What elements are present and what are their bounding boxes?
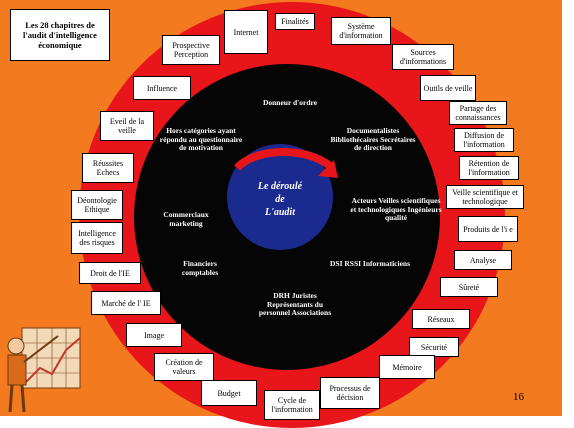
label-documentalistes: Documentalistes Bibliothécaires Secrétai… [330,126,416,152]
chapter-surete: Sûreté [440,277,498,297]
presenter-figure [7,327,81,413]
chapter-finalites: Finalités [275,13,315,30]
label-dsi: DSI RSSI Informaticiens [330,259,411,268]
chapter-image: Image [126,323,182,347]
chapter-droit-ie: Droit de l'IE [79,262,141,284]
chapter-influence: Influence [133,76,191,100]
chapter-processus-decision: Processus de décision [320,377,380,409]
chapter-memoire: Mémoire [379,355,435,379]
chapter-creation-valeurs: Création de valeurs [154,353,214,381]
chapter-prospective: Prospective Perception [162,35,220,65]
chapter-marche-ie: Marché de l' IE [91,291,161,315]
chapter-securite: Sécurité [409,337,459,357]
chapter-retention-information: Rétention de l'information [459,156,519,180]
chapter-internet: Internet [224,10,268,54]
page-number: 16 [513,391,524,403]
chapter-intelligence-risques: Intelligence des risques [71,222,123,254]
chapter-partage-connaissances: Partage des connaissances [449,101,507,125]
cycle-arrow-head [318,160,338,178]
center-label: Le déroulé de L'audit [240,180,320,219]
label-donneur: Donneur d'ordre [262,98,318,107]
center-line-2: de [275,194,285,205]
label-hors-categories: Hors catégories ayant répondu au questio… [159,126,243,152]
label-financiers: Financiers comptables [181,259,219,277]
label-acteurs: Acteurs Veilles scientifiques et technol… [350,196,442,222]
chapter-systeme-information: Système d'information [331,17,391,45]
chapter-produits-ie: Produits de l'i e [458,216,518,242]
chapter-budget: Budget [201,380,257,406]
label-commerciaux: Commerciaux marketing [163,210,209,228]
chapter-analyse: Analyse [454,250,512,270]
center-line-1: Le déroulé [257,181,303,192]
chapter-sources-informations: Sources d'informations [392,44,454,70]
chapter-diffusion-information: Diffusion de l'information [454,128,514,152]
chapter-outils-veille: Outils de veille [420,75,476,101]
chapter-veille-scientifique: Veille scientifique et technologique [446,185,524,209]
chapter-cycle-information: Cycle de l'information [264,390,320,420]
chapter-deontologie: Déontologie Ethique [71,190,123,220]
center-blue-disc [227,144,333,250]
chapter-eveil-veille: Eveil de la veille [100,111,154,141]
chapter-reseaux: Réseaux [412,309,470,329]
diagram-title: Les 28 chapitres de l'audit d'intelligen… [10,9,110,61]
label-drh: DRH Juristes Représentants du personnel … [258,291,332,317]
center-line-3: L'audit [264,207,295,218]
cycle-arrow [234,147,333,171]
chapter-reussites: Réussites Echecs [82,153,134,183]
